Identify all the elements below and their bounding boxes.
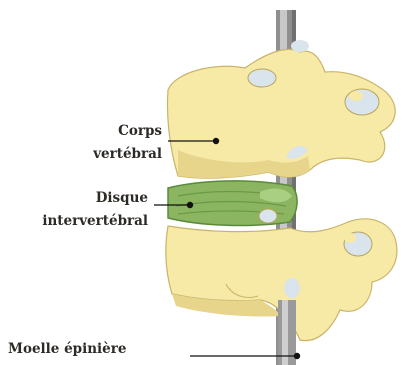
label-disque-line2: intervertébral	[42, 211, 148, 231]
label-corps-line2: vertébral	[93, 144, 162, 164]
label-moelle: Moelle épinière	[8, 339, 126, 359]
label-corps-line1: Corps	[118, 121, 162, 141]
spinal-cord-highlight	[282, 300, 288, 365]
upper-vertebra	[167, 40, 395, 178]
label-disque-line1: Disque	[96, 188, 148, 208]
